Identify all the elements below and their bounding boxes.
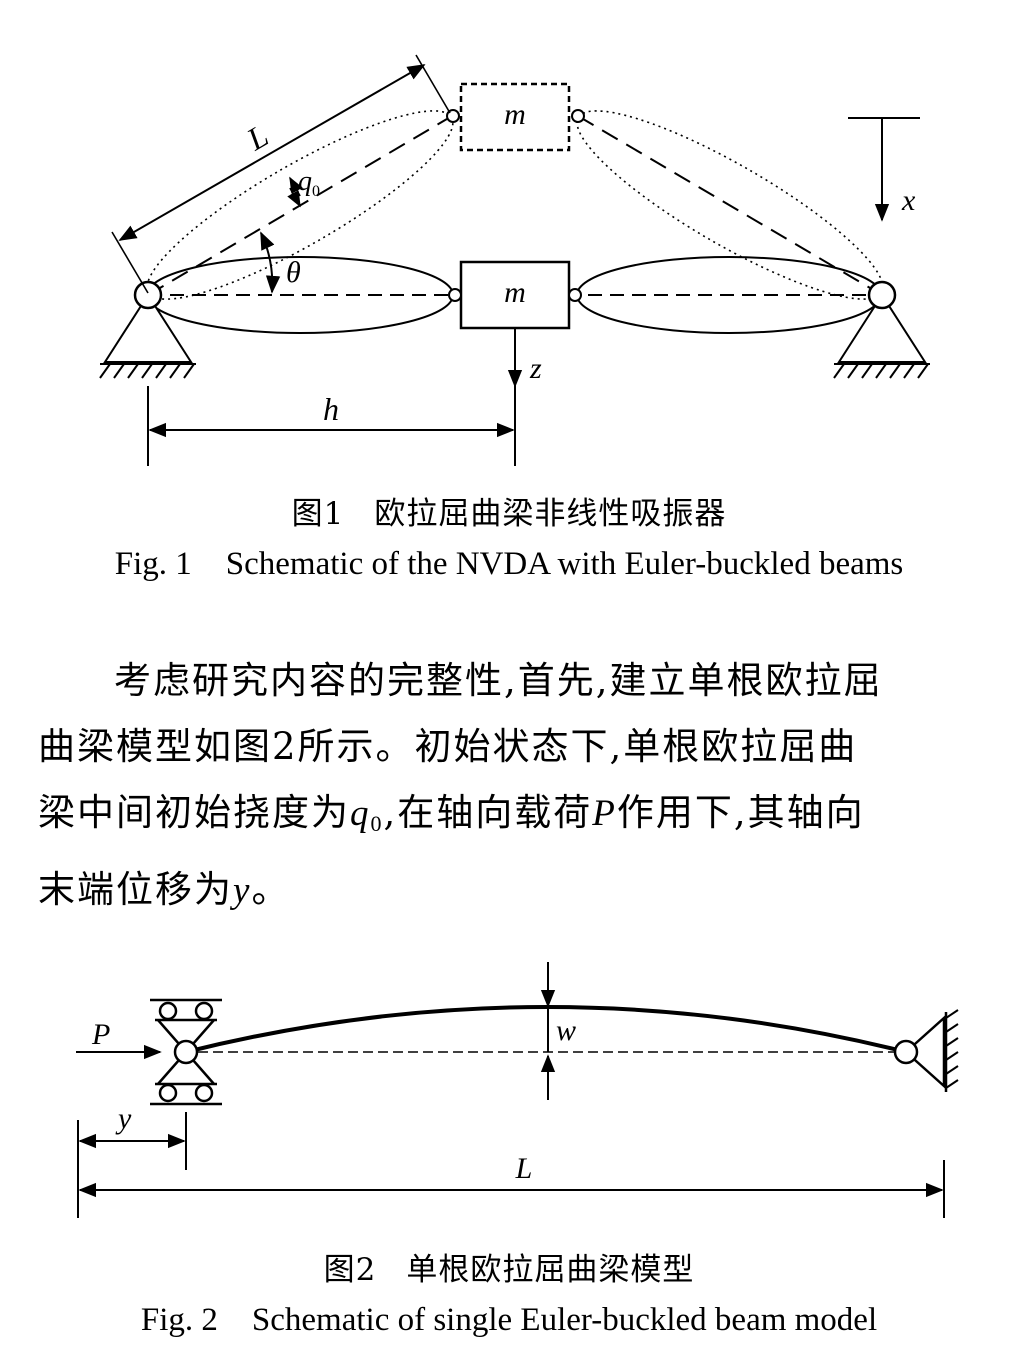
w-label: w xyxy=(556,1014,576,1047)
P-label: P xyxy=(91,1018,110,1051)
L-ext-right xyxy=(415,54,451,114)
figure-1-diagram: m m L q0 θ x z h xyxy=(99,54,930,466)
paragraph-line-4: 末端位移为y。 xyxy=(38,868,291,911)
hinge-top-right xyxy=(571,109,585,123)
right-pin-support xyxy=(833,280,930,379)
hinge-bottom-right xyxy=(568,288,582,302)
buckled-beam xyxy=(185,1005,907,1054)
L-dimension-arrow xyxy=(118,64,426,241)
L-ext-left xyxy=(111,231,149,294)
x-axis-label: x xyxy=(901,184,916,217)
mass-bottom-label: m xyxy=(504,276,526,309)
upper-right-dashed-axis xyxy=(577,115,883,296)
theta-label: θ xyxy=(286,256,301,289)
L2-label: L xyxy=(515,1152,533,1185)
paragraph-line-1: 考虑研究内容的完整性,首先,建立单根欧拉屈 xyxy=(114,659,883,702)
q0-label: q0 xyxy=(298,166,320,200)
paragraph-line-2: 曲梁模型如图2所示。初始状态下,单根欧拉屈曲 xyxy=(38,725,858,768)
body-paragraph: 考虑研究内容的完整性,首先,建立单根欧拉屈 曲梁模型如图2所示。初始状态下,单根… xyxy=(38,648,998,924)
right-pin-support-fig2 xyxy=(893,1009,959,1092)
y-label: y xyxy=(115,1102,132,1135)
mass-top-label: m xyxy=(504,98,526,131)
h-label: h xyxy=(323,391,339,427)
hinge-bottom-left xyxy=(448,288,462,302)
mass-top-dashed xyxy=(459,82,571,152)
theta-arc xyxy=(260,231,281,294)
paragraph-line-3: 梁中间初始挠度为q0,在轴向载荷P作用下,其轴向 xyxy=(38,791,865,836)
z-axis-label: z xyxy=(529,352,542,385)
left-roller-support xyxy=(150,998,222,1106)
left-pin-support xyxy=(99,280,196,379)
L-label: L xyxy=(240,117,274,158)
q0-arrow-down xyxy=(287,187,301,208)
